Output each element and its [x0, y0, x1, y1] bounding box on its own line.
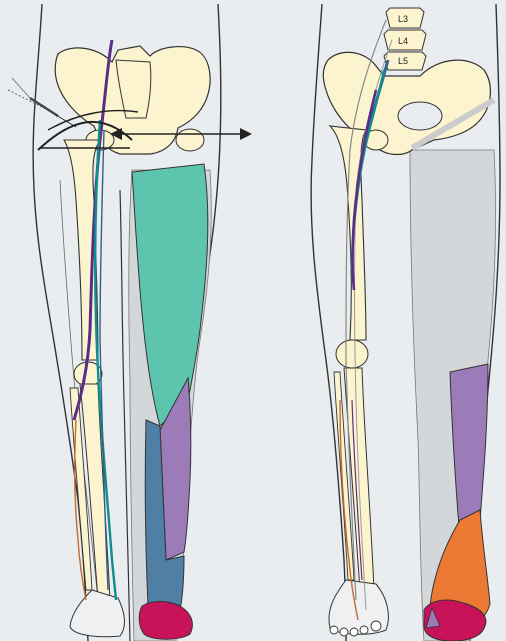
posterior-knee	[336, 340, 368, 368]
label-l4: L4	[398, 36, 408, 46]
label-l5: L5	[398, 56, 408, 66]
label-l3: L3	[398, 14, 408, 24]
posterior-obturator	[398, 102, 442, 130]
anterior-femoral-head	[176, 129, 204, 151]
